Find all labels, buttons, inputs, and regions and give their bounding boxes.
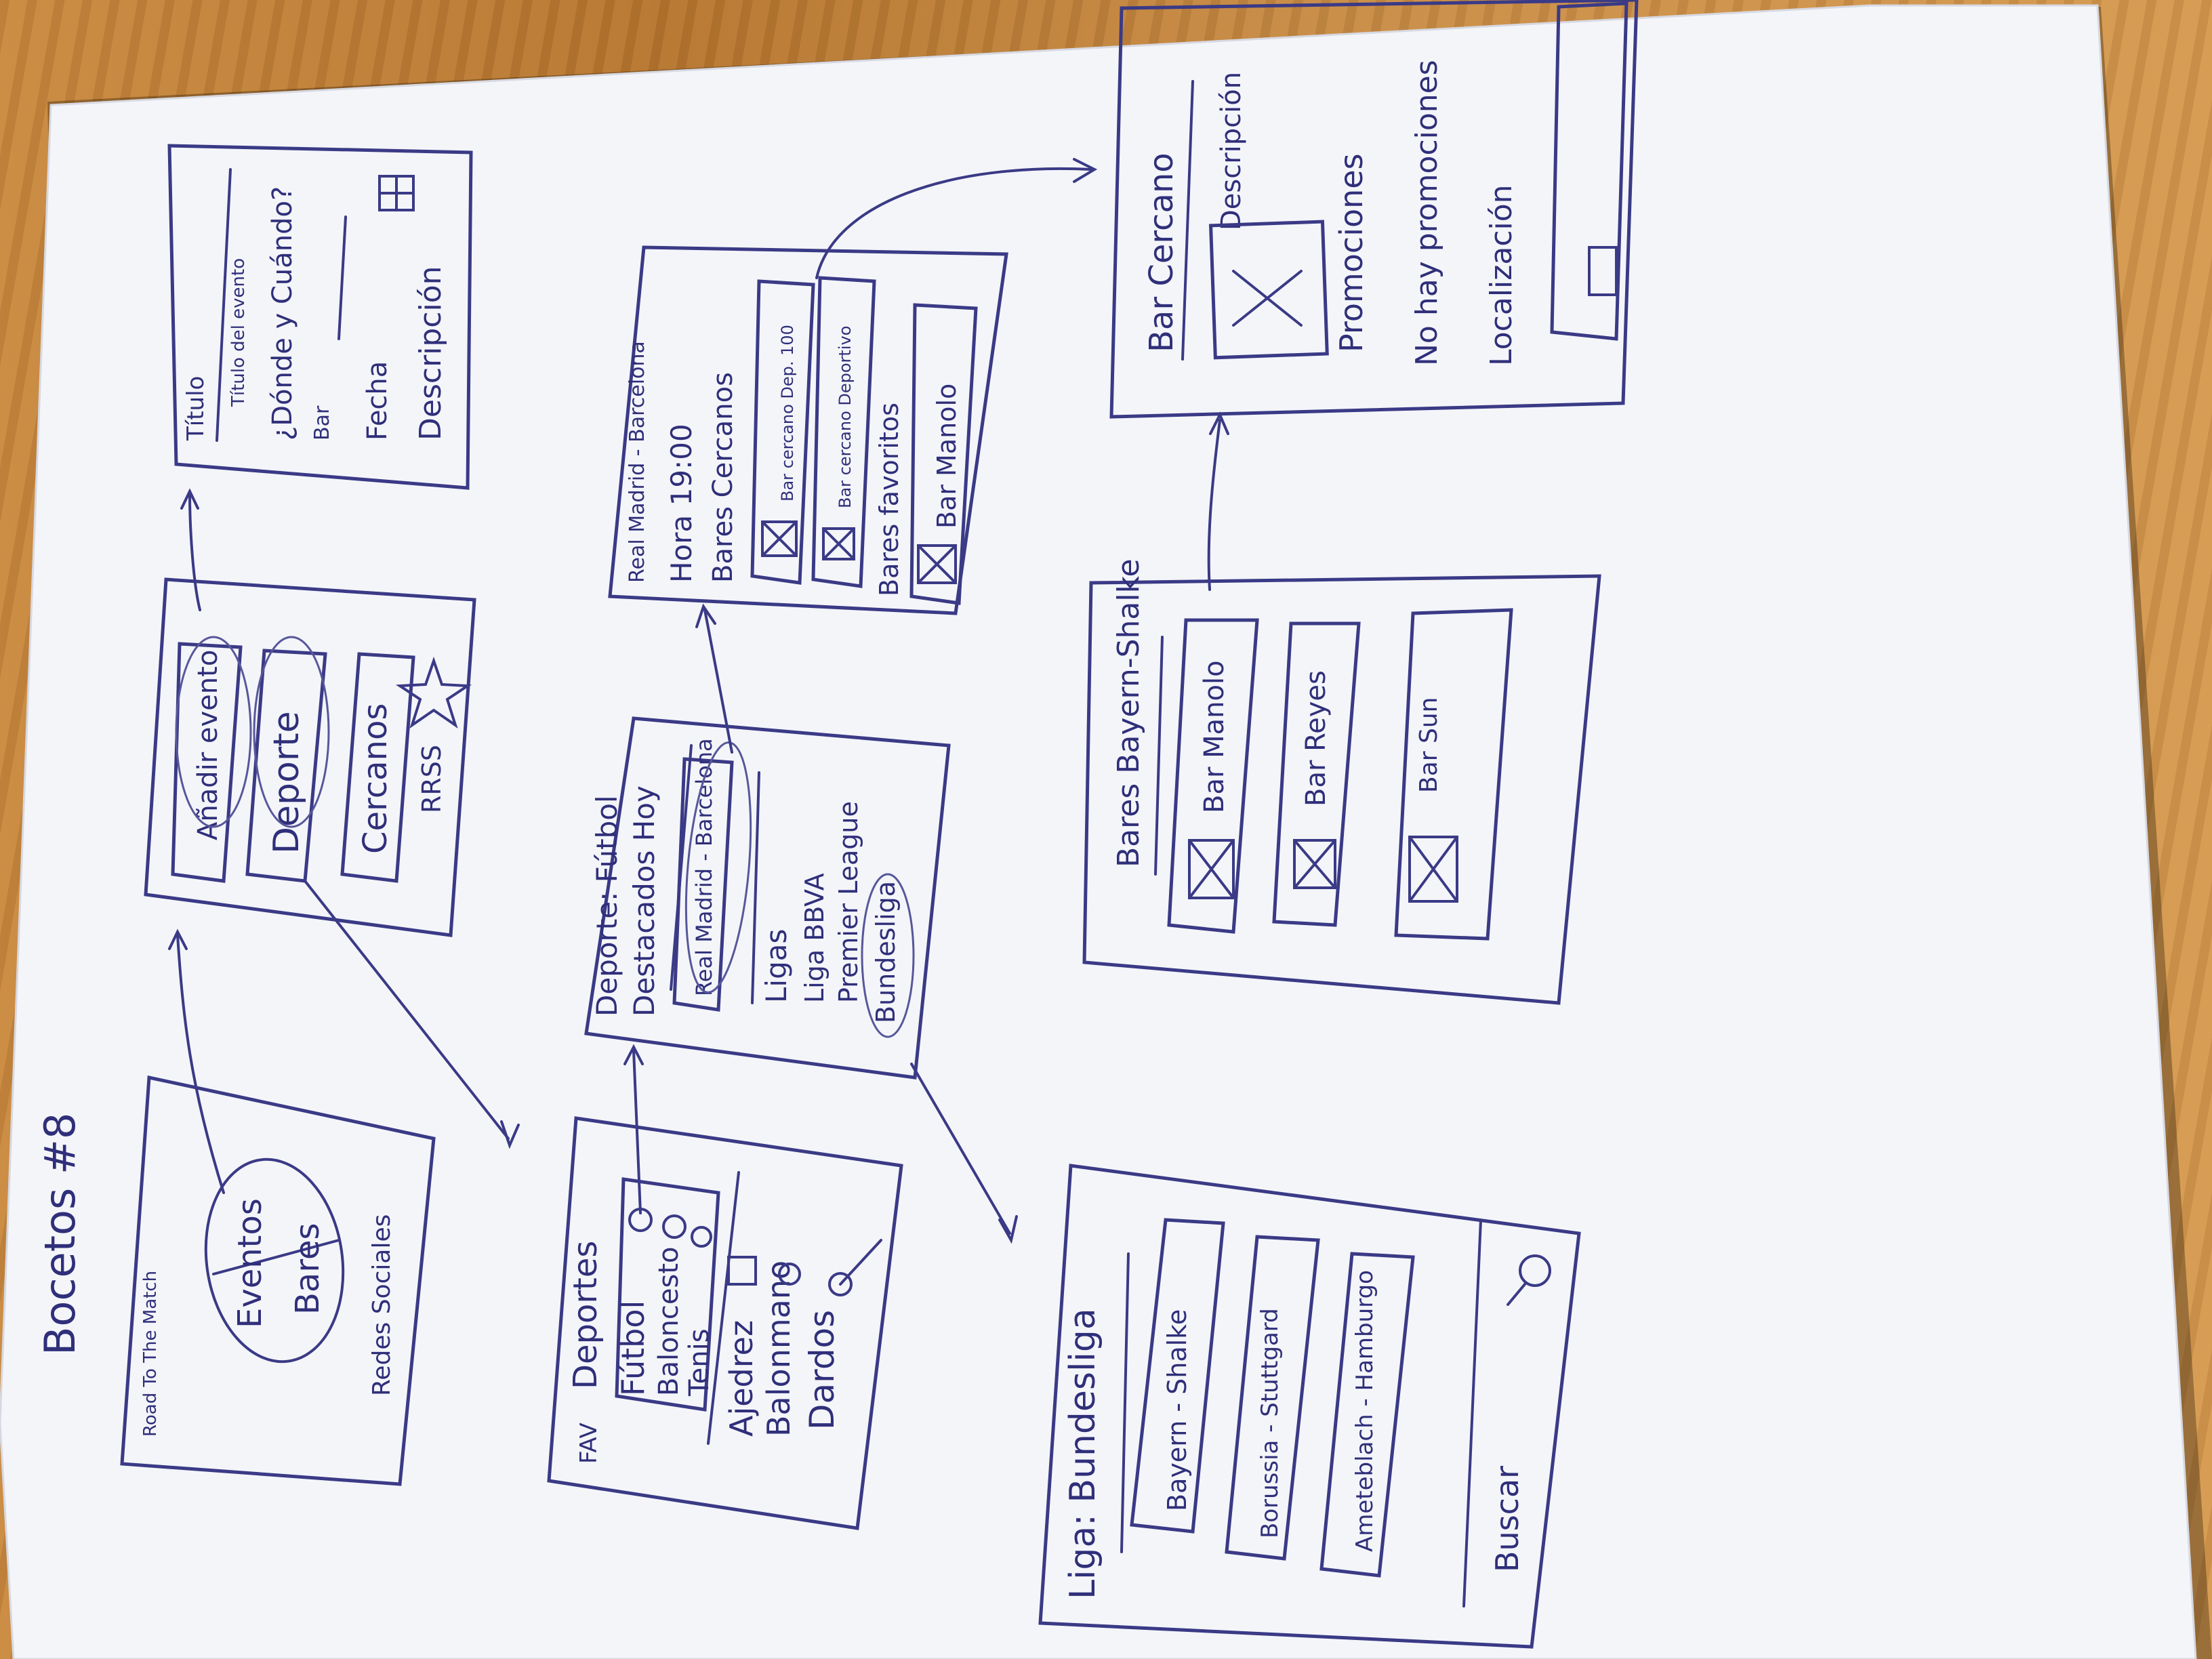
- form-bar[interactable]: Bar: [310, 405, 334, 441]
- bar-detail-map[interactable]: [1550, 1, 1629, 341]
- bar-cercano-2-label: Bar cercano Deportivo: [836, 326, 855, 508]
- match-title: Real Madrid - Barcelona: [626, 341, 649, 583]
- screen-home: Road To The Match Eventos Bares Redes So…: [120, 928, 436, 1486]
- search-icon[interactable]: [1519, 1254, 1551, 1287]
- rrss-label[interactable]: RRSS: [417, 745, 447, 813]
- screen-bar-detail: Bar Cercano Descripción Promociones No h…: [1109, 0, 1639, 419]
- home-title: Road To The Match: [140, 1271, 161, 1437]
- match-bares-favoritos: Bares favoritos: [874, 403, 904, 596]
- bar-detail-localizacion: Localización: [1484, 184, 1519, 366]
- screen-eventos: Añadir evento Deporte Cercanos RRSS: [144, 488, 520, 1149]
- liga-match-2-label: Borussia - Stuttgard: [1256, 1308, 1284, 1538]
- screen-form: Título Título del evento ¿Dónde y Cuándo…: [167, 144, 473, 490]
- liga-buscar-input[interactable]: Buscar: [1489, 1466, 1525, 1572]
- bares-partido-title: Bares Bayern-Shalke: [1111, 558, 1146, 867]
- screen-match: Real Madrid - Barcelona Hora 19:00 Bares…: [608, 158, 1098, 615]
- anadir-evento-label: Añadir evento: [192, 650, 224, 840]
- bar-favorito-1[interactable]: [909, 303, 978, 605]
- form-titulo: Título: [182, 376, 209, 441]
- bar-image-placeholder-6: [1408, 836, 1458, 903]
- form-fecha[interactable]: Fecha: [362, 361, 393, 441]
- bar-cercano-1-label: Bar cercano Dep. 100: [778, 325, 797, 501]
- futbol-title: Deporte: Fútbol: [590, 795, 623, 1017]
- bar-image-placeholder-3: [917, 544, 957, 584]
- home-bares[interactable]: Bares: [289, 1223, 327, 1315]
- bar-cercano-2[interactable]: [811, 276, 876, 588]
- map-marker: [1588, 246, 1618, 296]
- star-icon[interactable]: [395, 656, 472, 729]
- page-title-group: Bocetos #8: [35, 1113, 85, 1355]
- bar-list-item-1[interactable]: [1167, 618, 1259, 934]
- liga-bundesliga[interactable]: Bundesliga: [871, 881, 901, 1023]
- handball-icon: [778, 1263, 801, 1286]
- bar-image-placeholder-2: [822, 527, 855, 560]
- bar-detail-no-promo: No hay promociones: [1410, 60, 1444, 366]
- page-title: Bocetos #8: [35, 1113, 85, 1355]
- liga-title: Liga: Bundesliga: [1063, 1308, 1103, 1599]
- bar-list-item-3-label: Bar Sun: [1415, 697, 1443, 794]
- match-hora: Hora 19:00: [665, 424, 698, 583]
- liga-match-1[interactable]: [1130, 1218, 1225, 1534]
- destacado-match-button[interactable]: [672, 757, 734, 1012]
- screen-futbol: Deporte: Fútbol Destacados Hoy Real Madr…: [584, 603, 1018, 1244]
- dep-futbol[interactable]: Fútbol: [615, 1300, 651, 1396]
- bar-detail-title: Bar Cercano: [1143, 152, 1181, 352]
- bar-favorito-1-label: Bar Manolo: [932, 384, 962, 529]
- liga-premier[interactable]: Premier League: [834, 801, 863, 1003]
- bar-detail-promociones: Promociones: [1333, 153, 1370, 352]
- bar-cercano-1[interactable]: [750, 279, 815, 585]
- liga-match-3[interactable]: [1319, 1252, 1415, 1578]
- form-donde: ¿Dónde y Cuándo?: [267, 186, 298, 441]
- cercanos-label: Cercanos: [356, 703, 394, 854]
- dep-tenis[interactable]: Tenis: [684, 1328, 715, 1397]
- match-bares-cercanos: Bares Cercanos: [708, 372, 739, 583]
- dep-baloncesto[interactable]: Baloncesto: [653, 1247, 684, 1397]
- liga-bbva[interactable]: Liga BBVA: [800, 873, 830, 1003]
- futbol-destacados: Destacados Hoy: [628, 785, 661, 1017]
- bar-image-placeholder-5: [1293, 839, 1336, 889]
- paper-sheet: [0, 4, 2197, 1659]
- darts-icon: [828, 1272, 853, 1296]
- chess-icon: [727, 1256, 757, 1286]
- bar-list-item-2[interactable]: [1272, 621, 1361, 927]
- cercanos-button[interactable]: [340, 652, 415, 883]
- bar-detail-descripcion: Descripción: [1216, 72, 1247, 230]
- bar-image-placeholder: [761, 520, 798, 557]
- futbol-ligas: Ligas: [760, 929, 793, 1003]
- home-main-circle[interactable]: [193, 1151, 356, 1371]
- tennis-icon: [691, 1226, 712, 1248]
- screen-deportes: FAV Deportes Fútbol Baloncesto Tenis Aje…: [547, 1044, 903, 1530]
- dep-ajedrez[interactable]: Ajedrez: [723, 1320, 760, 1437]
- bar-detail-image: [1208, 220, 1329, 360]
- form-titulo-placeholder[interactable]: Título del evento: [228, 258, 249, 407]
- dep-balonmano[interactable]: Balonmano: [760, 1261, 797, 1437]
- basketball-icon: [662, 1214, 687, 1239]
- liga-match-2[interactable]: [1225, 1235, 1320, 1561]
- screen-liga: Liga: Bundesliga Bayern - Shalke Borussi…: [1038, 1164, 1581, 1649]
- liga-match-3-label: Ameteblach - Hamburgo: [1351, 1270, 1378, 1552]
- dep-deportes: Deportes: [567, 1241, 605, 1389]
- bar-list-item-2-label: Bar Reyes: [1300, 670, 1332, 806]
- bar-image-placeholder-4: [1188, 839, 1235, 899]
- screen-bares-partido: Bares Bayern-Shalke Bar Manolo Bar Reyes…: [1082, 411, 1601, 1005]
- home-redes[interactable]: Redes Sociales: [368, 1214, 396, 1396]
- dep-fav: FAV: [575, 1422, 602, 1464]
- form-descripcion[interactable]: Descripción: [413, 266, 448, 441]
- home-eventos[interactable]: Eventos: [231, 1198, 269, 1328]
- liga-match-1-label: Bayern - Shalke: [1162, 1309, 1192, 1511]
- deporte-label: Deporte: [266, 711, 307, 854]
- dep-dardos[interactable]: Dardos: [802, 1310, 842, 1430]
- bar-list-item-1-label: Bar Manolo: [1199, 660, 1230, 813]
- bar-list-item-3[interactable]: [1394, 608, 1513, 941]
- anadir-evento-button[interactable]: [171, 642, 243, 883]
